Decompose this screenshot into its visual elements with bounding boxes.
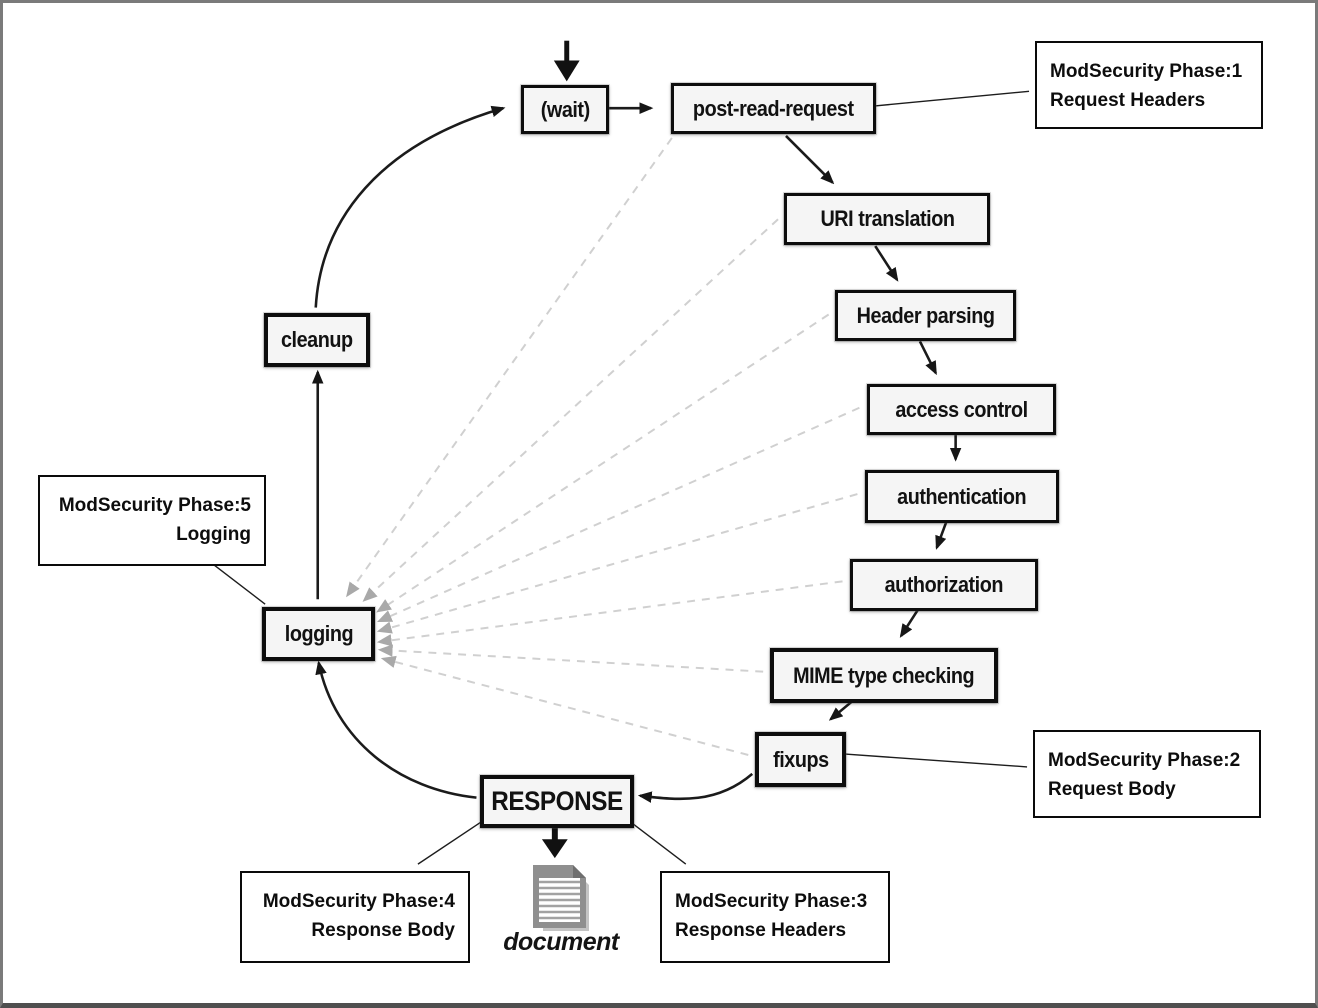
callout-subtitle: Logging — [176, 523, 251, 545]
node-authentication: authentication — [865, 470, 1059, 523]
node-fixups: fixups — [755, 732, 846, 787]
callout-modsecurity-phase-3: ModSecurity Phase:3 Response Headers — [660, 871, 890, 963]
connector-layer — [209, 40, 1030, 865]
callout-modsecurity-phase-4: ModSecurity Phase:4 Response Body — [240, 871, 470, 963]
callout-title: ModSecurity Phase:2 — [1048, 750, 1241, 771]
node-label: Header parsing — [856, 302, 995, 328]
callout-subtitle: Request Headers — [1050, 89, 1206, 111]
callout-modsecurity-phase-2: ModSecurity Phase:2 Request Body — [1033, 730, 1261, 818]
node-wait: (wait) — [521, 85, 609, 134]
node-label: RESPONSE — [491, 786, 623, 816]
node-access-control: access control — [867, 384, 1056, 435]
callout-title: ModSecurity Phase:5 — [58, 495, 251, 516]
node-header-parsing: Header parsing — [835, 290, 1016, 341]
node-response: RESPONSE — [480, 775, 634, 828]
node-post-read-request: post-read-request — [671, 83, 876, 134]
node-label: fixups — [772, 746, 829, 772]
node-label: access control — [895, 396, 1028, 422]
dashed-logging-arrows — [346, 137, 860, 756]
callout-subtitle: Response Headers — [675, 919, 847, 941]
node-label: MIME type checking — [793, 662, 975, 688]
callout-modsecurity-phase-1: ModSecurity Phase:1 Request Headers — [1035, 41, 1263, 129]
node-logging: logging — [262, 607, 375, 661]
node-uri-translation: URI translation — [784, 193, 990, 245]
entry-arrow — [553, 40, 580, 82]
node-cleanup: cleanup — [264, 313, 370, 367]
node-label: (wait) — [540, 96, 590, 122]
document-icon — [533, 865, 589, 931]
flow-arrows — [311, 102, 962, 803]
node-label: authentication — [897, 483, 1027, 509]
callout-title: ModSecurity Phase:3 — [675, 891, 868, 912]
callout-subtitle: Response Body — [311, 919, 455, 941]
node-label: URI translation — [819, 206, 955, 231]
node-label: cleanup — [281, 327, 353, 352]
callout-modsecurity-phase-5: ModSecurity Phase:5 Logging — [38, 475, 266, 566]
node-label: logging — [284, 621, 353, 646]
callout-title: ModSecurity Phase:4 — [262, 891, 455, 912]
callout-subtitle: Request Body — [1048, 778, 1176, 800]
node-authorization: authorization — [850, 559, 1038, 611]
document-label: document — [503, 928, 619, 956]
node-mime-type-checking: MIME type checking — [770, 648, 998, 703]
callout-title: ModSecurity Phase:1 — [1050, 61, 1243, 82]
node-label: authorization — [884, 572, 1004, 597]
callout-connectors — [209, 90, 1030, 865]
response-to-document-arrow — [541, 823, 568, 859]
node-label: post-read-request — [693, 95, 854, 121]
